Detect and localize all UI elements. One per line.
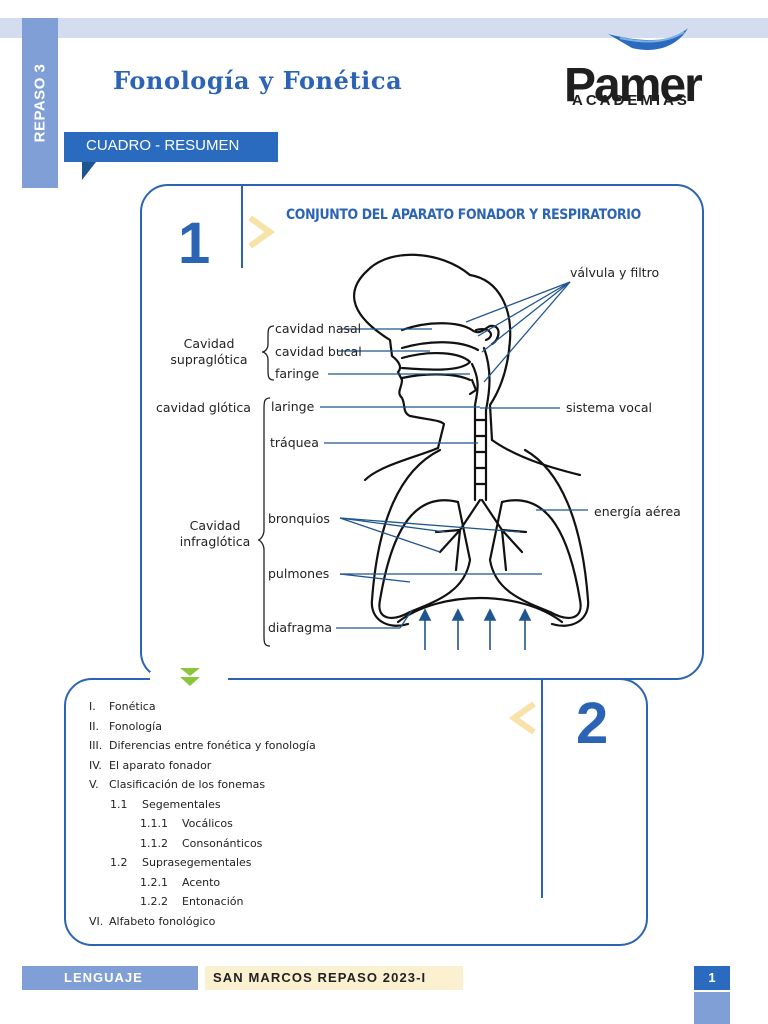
panel-1-heading: CONJUNTO DEL APARATO FONADOR Y RESPIRATO… xyxy=(286,207,641,223)
panel-1-number: 1 xyxy=(178,211,211,276)
body-outline xyxy=(353,253,590,627)
page-title: Fonología y Fonética xyxy=(113,66,403,95)
list-item: 1.2.1 Acento xyxy=(140,876,220,889)
list-text: Vocálicos xyxy=(182,817,233,830)
logo-swoosh-icon xyxy=(608,28,688,50)
section-label-notch xyxy=(82,162,96,180)
list-item: VI. Alfabeto fonológico xyxy=(89,915,215,928)
list-marker: III. xyxy=(89,739,103,752)
group-supraglotica-line1: Cavidad xyxy=(183,336,235,351)
list-item: V. Clasificación de los fonemas xyxy=(89,778,265,791)
label-pulmones: pulmones xyxy=(268,566,330,581)
top-band xyxy=(0,18,768,38)
logo-word: Pamer xyxy=(564,59,703,112)
group-supraglotica-line2: supraglótica xyxy=(170,352,248,367)
list-marker: IV. xyxy=(89,758,102,772)
double-chevron-down-icon xyxy=(180,668,200,686)
chevron-right-icon xyxy=(248,215,276,249)
list-marker: 1.1.1 xyxy=(140,817,168,830)
section-label: CUADRO - RESUMEN xyxy=(64,132,278,162)
list-text: Segementales xyxy=(142,797,221,811)
list-text: Entonación xyxy=(182,895,244,908)
list-text: Diferencias entre fonética y fonología xyxy=(109,739,316,752)
footer-strip xyxy=(694,992,730,1024)
logo-subtitle: ACADEMIAS xyxy=(572,92,690,109)
list-marker: 1.1.2 xyxy=(140,836,168,850)
label-sistema-vocal: sistema vocal xyxy=(566,400,652,415)
list-marker: 1.2 xyxy=(110,856,128,869)
list-item: 1.1.2 Consonánticos xyxy=(140,837,262,850)
label-cavidad-nasal: cavidad nasal xyxy=(275,321,362,336)
page-number: 1 xyxy=(694,966,730,990)
label-cavidad-bucal: cavidad bucal xyxy=(275,344,362,359)
panel-1-divider xyxy=(241,184,243,268)
list-item: II. Fonología xyxy=(89,720,162,733)
list-item: 1.1 Segementales xyxy=(110,798,221,811)
label-energia-aerea: energía aérea xyxy=(594,504,681,519)
group-supraglotica: Cavidad supraglótica xyxy=(166,336,252,368)
list-marker: V. xyxy=(89,778,99,791)
list-item: 1.1.1 Vocálicos xyxy=(140,817,233,830)
list-marker: 1.2.1 xyxy=(140,875,168,889)
group-infraglotica: Cavidad infraglótica xyxy=(172,518,258,550)
list-marker: I. xyxy=(89,700,96,713)
list-item: 1.2.2 Entonación xyxy=(140,895,243,908)
list-item: 1.2 Suprasegementales xyxy=(110,856,252,869)
list-item: III. Diferencias entre fonética y fonolog… xyxy=(89,739,316,752)
list-text: Acento xyxy=(182,875,221,889)
side-tab: REPASO 3 xyxy=(22,18,58,188)
label-diafragma: diafragma xyxy=(268,620,333,635)
list-item: I. Fonética xyxy=(89,700,156,713)
list-text: Fonología xyxy=(109,719,162,733)
list-item: IV. El aparato fonador xyxy=(89,759,211,772)
footer-subject: LENGUAJE xyxy=(22,966,198,990)
footer-exam: SAN MARCOS REPASO 2023-I xyxy=(205,966,463,990)
list-marker: 1.2.2 xyxy=(140,895,168,908)
leader-lines xyxy=(320,281,588,629)
label-laringe: laringe xyxy=(271,399,315,414)
list-text: Alfabeto fonológico xyxy=(109,914,216,928)
airflow-arrows xyxy=(418,608,532,650)
list-text: Clasificación de los fonemas xyxy=(109,778,266,791)
panel-2-frame xyxy=(64,678,648,946)
label-bronquios: bronquios xyxy=(268,511,330,526)
pamer-logo: Pamer ACADEMIAS xyxy=(560,24,740,114)
list-marker: VI. xyxy=(89,914,104,928)
label-faringe: faringe xyxy=(275,366,320,381)
group-infraglotica-line2: infraglótica xyxy=(179,534,251,549)
group-infraglotica-line1: Cavidad xyxy=(189,518,241,533)
list-text: Suprasegementales xyxy=(142,856,252,869)
group-glotica: cavidad glótica xyxy=(156,400,251,415)
chevron-left-icon xyxy=(508,701,536,735)
list-text: Consonánticos xyxy=(182,836,263,850)
bracket-lines xyxy=(257,325,275,647)
side-tab-label: REPASO 3 xyxy=(31,63,49,143)
list-text: El aparato fonador xyxy=(109,758,212,772)
list-marker: II. xyxy=(89,719,99,733)
label-valvula-filtro: válvula y filtro xyxy=(570,265,660,280)
label-traquea: tráquea xyxy=(270,435,319,450)
panel-2-number: 2 xyxy=(576,691,609,756)
list-marker: 1.1 xyxy=(110,797,128,811)
list-text: Fonética xyxy=(109,700,156,713)
respiratory-diagram xyxy=(257,253,590,650)
panel-2-divider xyxy=(541,680,543,898)
